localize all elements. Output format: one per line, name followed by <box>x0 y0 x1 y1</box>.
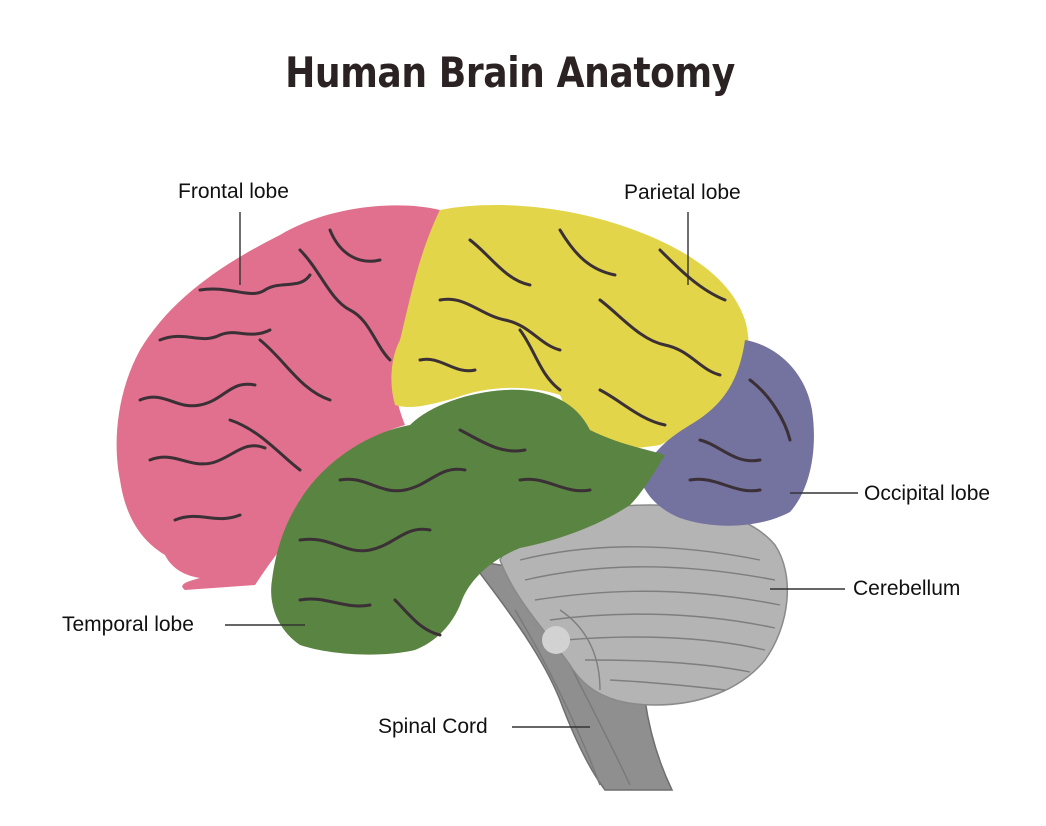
temporal-lobe-region <box>271 389 665 655</box>
occipital-lobe-region <box>640 340 814 526</box>
leader-lines <box>225 212 858 728</box>
label-frontal-lobe: Frontal lobe <box>178 180 289 203</box>
frontal-lobe-region <box>116 205 440 590</box>
parietal-lobe-region <box>391 205 749 449</box>
diagram-title: Human Brain Anatomy <box>285 48 735 97</box>
label-spinal-cord: Spinal Cord <box>378 715 488 738</box>
label-cerebellum: Cerebellum <box>853 577 961 600</box>
cerebellum-folia <box>519 546 781 691</box>
arbor-vitae-node <box>542 626 570 654</box>
label-parietal-lobe: Parietal lobe <box>624 181 741 204</box>
label-occipital-lobe: Occipital lobe <box>864 482 991 505</box>
label-temporal-lobe: Temporal lobe <box>62 613 194 636</box>
sulci <box>138 228 792 637</box>
cerebellum-region <box>499 504 789 706</box>
